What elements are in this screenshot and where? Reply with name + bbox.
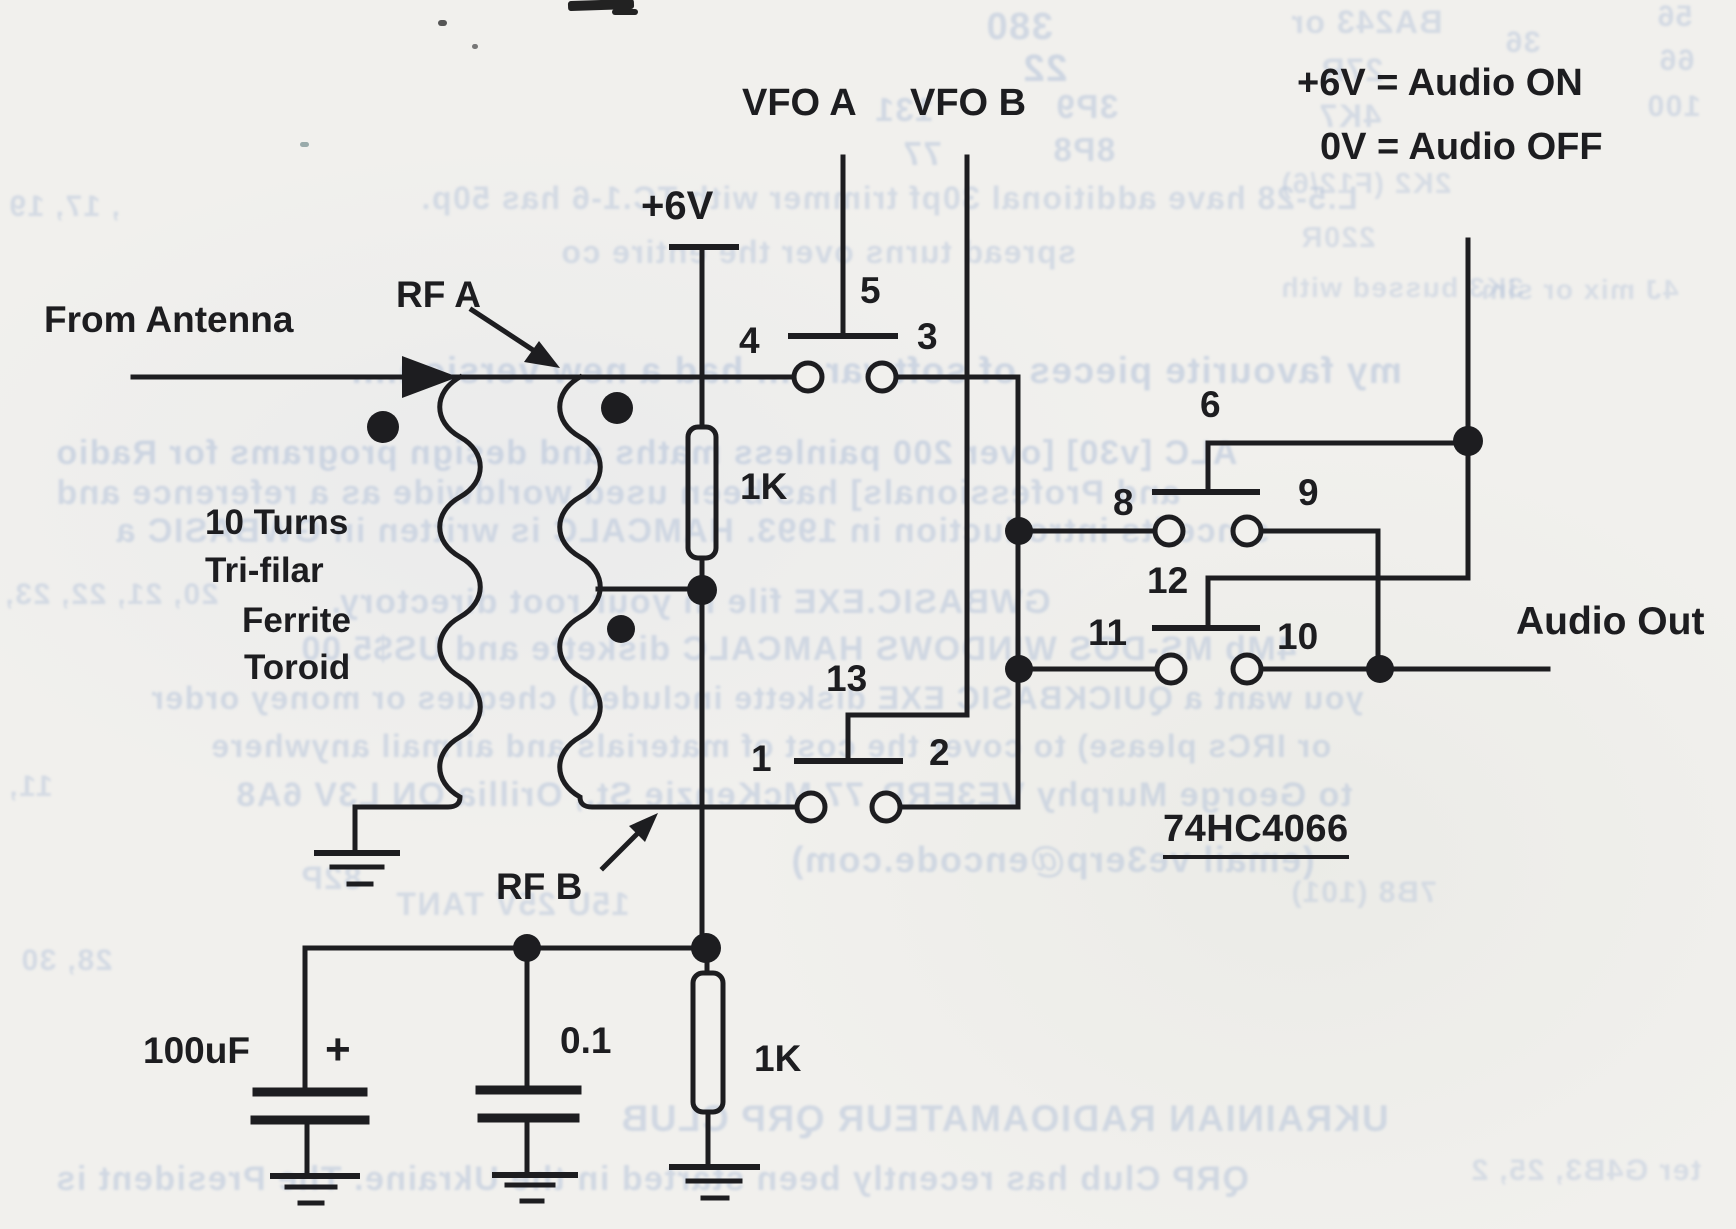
contact-pin9 [1230, 514, 1264, 548]
ic-label: 74HC4066 [1163, 810, 1349, 859]
junction-dot [1453, 426, 1483, 456]
rf-bus [1005, 374, 1033, 810]
transformer-label-4: Toroid [244, 648, 351, 687]
pin-label-6: 6 [1200, 384, 1221, 425]
contact-pin4 [791, 360, 825, 394]
pin-label-1: 1 [751, 738, 772, 779]
pin-label-5: 5 [860, 270, 881, 311]
rfa-arrowhead [524, 341, 560, 368]
pin12-wire [1205, 575, 1471, 629]
rfb-label: RF B [496, 866, 583, 907]
resistor-1k-bottom-group [669, 945, 760, 1201]
rfb-arrowhead [629, 813, 658, 842]
transformer-label-2: Tri-filar [205, 551, 324, 590]
transformer [352, 373, 800, 855]
from-antenna-label: From Antenna [44, 299, 294, 340]
contact-pin11 [1154, 652, 1188, 686]
primary-winding [352, 373, 483, 855]
pin-label-9: 9 [1298, 472, 1319, 513]
pin-label-12: 12 [1147, 560, 1189, 601]
switch-11-10 [1016, 575, 1551, 686]
resistor-1k-bottom [690, 970, 726, 1115]
contact-pin3 [865, 360, 899, 394]
pin-label-8: 8 [1113, 482, 1134, 523]
vfo-a-control [788, 154, 898, 339]
pin-label-13: 13 [826, 658, 868, 699]
switch-1-2 [794, 790, 1021, 824]
vfo-a-label: VFO A [742, 82, 857, 124]
pin-label-11: 11 [1088, 612, 1128, 653]
transformer-label-1: 10 Turns [205, 503, 349, 542]
pin6-wire [1205, 440, 1471, 493]
vfo-b-control [794, 154, 970, 764]
pin-label-2: 2 [929, 732, 950, 773]
contact-pin2 [869, 790, 903, 824]
cap-bypass-label: 0.1 [560, 1020, 612, 1061]
ground-symbol-transformer [314, 850, 400, 887]
legend-audio-off: 0V = Audio OFF [1320, 126, 1603, 168]
scan-smudge [612, 9, 638, 15]
resistor-1k-top [685, 424, 719, 561]
contact-pin8 [1152, 514, 1186, 548]
secondary-winding [557, 373, 800, 810]
scan-smudge [300, 142, 309, 147]
resistor-top-label: 1K [740, 466, 788, 507]
capacitor-100uf [250, 945, 370, 1206]
supply-6v [669, 244, 739, 951]
phase-dot-rfb [607, 615, 635, 643]
cap-polarity-label: + [325, 1025, 351, 1074]
transformer-label-3: Ferrite [242, 601, 351, 640]
switch-8-9 [1016, 440, 1471, 672]
pin-label-3: 3 [917, 316, 938, 357]
scan-smudge [472, 44, 478, 49]
rfa-pointer [468, 306, 560, 368]
cap-electrolytic-label: 100uF [143, 1030, 250, 1071]
vfo-b-label: VFO B [910, 82, 1027, 124]
pin-label-10: 10 [1277, 616, 1319, 657]
capacitor-0.1 [475, 945, 582, 1204]
rfa-label: RF A [396, 274, 481, 315]
bias-rail [302, 933, 721, 963]
phase-dot-primary [367, 411, 399, 443]
resistor-bottom-label: 1K [754, 1038, 802, 1079]
antenna-input-wire [130, 356, 797, 398]
audio-out-label: Audio Out [1516, 600, 1705, 643]
legend-audio-on: +6V = Audio ON [1297, 62, 1583, 104]
supply-label: +6V [641, 184, 714, 228]
signal-direction-arrow [402, 356, 458, 398]
pin-label-4: 4 [739, 320, 760, 361]
switch-4-3 [791, 360, 1021, 394]
scan-smudge [438, 20, 447, 26]
phase-dot-secondary [601, 392, 633, 424]
contact-pin10 [1230, 652, 1264, 686]
junction-dot [1366, 655, 1394, 683]
contact-pin1 [794, 790, 828, 824]
audio-control-wire [1453, 237, 1483, 581]
rfb-pointer [599, 813, 658, 872]
